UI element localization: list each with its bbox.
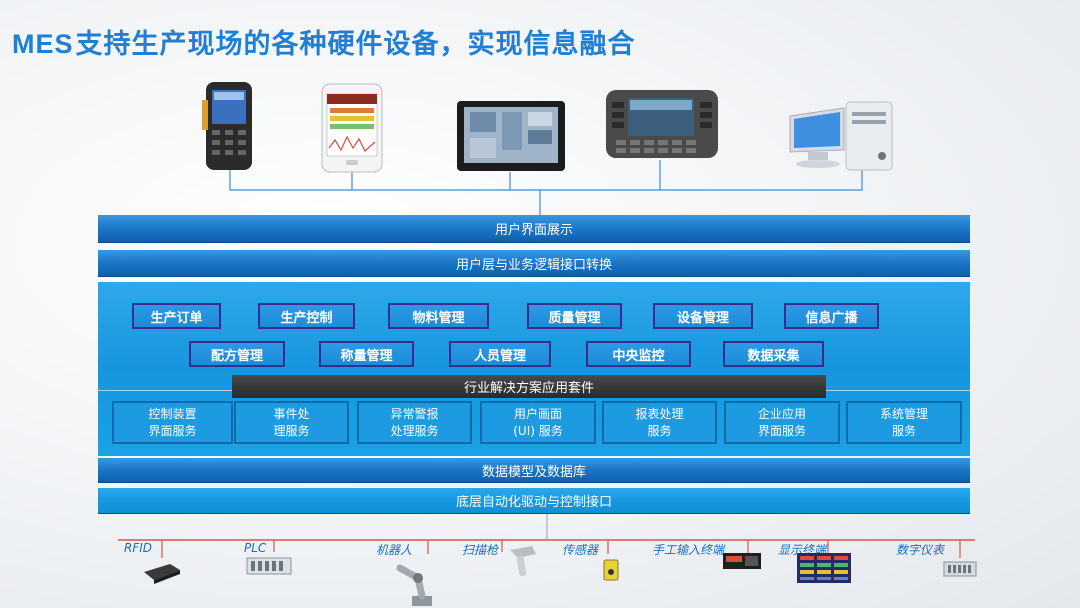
module-central-monitoring: 中央监控 <box>586 341 691 367</box>
data-model-layer: 数据模型及数据库 <box>98 458 970 483</box>
hardware-bus <box>118 514 975 558</box>
service-event-processing: 事件处 理服务 <box>234 401 349 444</box>
touch-panel-icon <box>457 101 565 171</box>
sensor-icon <box>603 559 619 581</box>
service-line1: 控制装置 <box>148 406 197 421</box>
service-line1: 报表处理 <box>635 406 684 421</box>
service-line1: 用户画面 <box>513 406 562 421</box>
module-info-broadcast: 信息广播 <box>784 303 879 329</box>
desktop-computer-icon <box>789 101 893 171</box>
service-line2: 界面服务 <box>148 423 197 438</box>
title-prefix: MES <box>12 29 74 59</box>
service-alarm-processing: 异常警报 处理服务 <box>357 401 472 444</box>
module-personnel-management: 人员管理 <box>449 341 551 367</box>
plc-icon <box>246 557 292 575</box>
module-production-control: 生产控制 <box>258 303 355 329</box>
hw-label-scanner: 扫描枪 <box>462 543 499 557</box>
module-quality-management: 质量管理 <box>527 303 622 329</box>
service-line2: 服务 <box>891 423 916 438</box>
hw-label-digital-meter: 数字仪表 <box>896 543 945 557</box>
hw-label-rfid: RFID <box>124 541 153 555</box>
module-weighing-management: 称量管理 <box>319 341 414 367</box>
ui-display-layer: 用户界面展示 <box>98 215 970 243</box>
robot-arm-icon <box>396 564 432 606</box>
service-line2: 理服务 <box>273 423 310 438</box>
manual-input-terminal-icon <box>723 553 761 569</box>
digital-meter-icon <box>943 561 977 577</box>
module-production-order: 生产订单 <box>132 303 221 329</box>
industry-suite-bar: 行业解决方案应用套件 <box>232 375 826 398</box>
rfid-reader-icon <box>144 564 180 584</box>
smartphone-icon <box>321 83 383 173</box>
service-line1: 事件处 <box>273 406 310 421</box>
service-line2: 界面服务 <box>757 423 806 438</box>
ui-logic-interface-layer: 用户层与业务逻辑接口转换 <box>98 250 970 277</box>
service-line2: (UI) 服务 <box>513 423 563 438</box>
service-line2: 服务 <box>647 423 672 438</box>
service-user-interface: 用户画面 (UI) 服务 <box>480 401 596 444</box>
handheld-terminal-icon <box>202 82 252 170</box>
module-recipe-management: 配方管理 <box>189 341 285 367</box>
service-line1: 系统管理 <box>879 406 928 421</box>
hw-label-sensor: 传感器 <box>562 543 599 557</box>
service-line1: 企业应用 <box>757 406 806 421</box>
hw-label-robot: 机器人 <box>376 543 413 557</box>
service-report-processing: 报表处理 服务 <box>602 401 717 444</box>
title-text: 支持生产现场的各种硬件设备，实现信息融合 <box>75 29 636 60</box>
service-enterprise-application: 企业应用 界面服务 <box>724 401 840 444</box>
page-title: MES支持生产现场的各种硬件设备，实现信息融合 <box>12 24 636 65</box>
automation-driver-layer: 底层自动化驱动与控制接口 <box>98 488 970 514</box>
hw-label-manual-input-terminal: 手工输入终端 <box>652 543 725 557</box>
device-connector-lines <box>229 160 863 215</box>
display-terminal-icon <box>797 553 851 583</box>
service-control-device-ui: 控制装置 界面服务 <box>112 401 233 444</box>
module-data-acquisition: 数据采集 <box>723 341 824 367</box>
service-line2: 处理服务 <box>390 423 439 438</box>
vehicle-terminal-icon <box>606 90 718 158</box>
service-system-management: 系统管理 服务 <box>846 401 962 444</box>
hw-label-plc: PLC <box>244 541 267 555</box>
module-equipment-management: 设备管理 <box>653 303 753 329</box>
scanner-gun-icon <box>510 546 536 577</box>
module-material-management: 物料管理 <box>388 303 489 329</box>
service-line1: 异常警报 <box>390 406 439 421</box>
